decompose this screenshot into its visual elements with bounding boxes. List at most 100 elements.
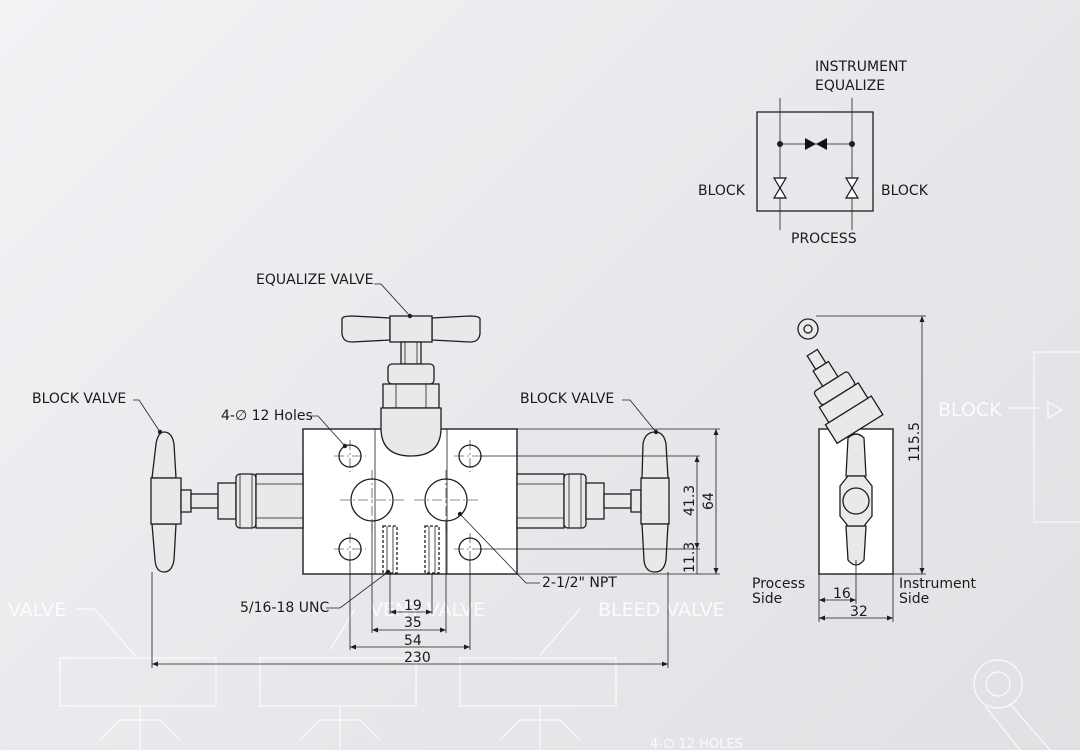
- process-side-line2: Side: [752, 591, 782, 607]
- side-dim-lines: [819, 316, 923, 619]
- schematic-process: PROCESS: [791, 231, 857, 247]
- block-valve-right: [516, 431, 670, 573]
- equalize-nut-1: [387, 363, 435, 385]
- ghost-circle-inner: [985, 671, 1011, 697]
- holes-label: 4-∅ 12 Holes: [221, 408, 313, 424]
- ghost-box-1: [59, 657, 217, 707]
- right-handle-hub: [640, 477, 670, 525]
- left-nut-1: [217, 482, 237, 520]
- right-nut-2: [585, 482, 605, 520]
- equalize-valve-symbol: [805, 138, 827, 150]
- unc-thread-lines: [386, 526, 436, 573]
- front-horizontal-dimensions: 19 35 54 230: [151, 521, 669, 668]
- ghost-diagonal: [984, 703, 1051, 750]
- equalize-leader-dot: [407, 313, 413, 319]
- left-stem-2: [190, 493, 219, 509]
- left-nut-2: [235, 473, 257, 529]
- block-valve-symbol-right: [844, 177, 860, 199]
- ghost-circle-outer: [973, 659, 1023, 709]
- left-handle-bottom: [151, 523, 177, 573]
- equalize-bonnet: [380, 407, 442, 457]
- vertical-extension-lines: [480, 428, 720, 575]
- process-side-line1: Process: [752, 576, 805, 592]
- holes-leader: [310, 415, 346, 447]
- equalize-detail-lines: [395, 342, 427, 408]
- right-stem-2: [630, 489, 642, 513]
- ghost-vent-valve-label: VENT VALVE: [370, 599, 485, 621]
- background-watermark: VALVE VENT VALVE BLEED VALVE BLOCK 4-∅ 1…: [8, 351, 1080, 750]
- ghost-block-label: BLOCK: [938, 399, 1002, 421]
- ghost-box-2: [259, 657, 417, 707]
- side-stem-2: [806, 348, 827, 371]
- instrument-side-line2: Side: [899, 591, 929, 607]
- right-nut-1: [563, 473, 587, 529]
- side-extension-lines: [816, 315, 926, 622]
- equalize-valve-label: EQUALIZE VALVE: [256, 272, 373, 288]
- ghost-box-3: [459, 657, 617, 707]
- equalize-handle-right: [431, 315, 481, 343]
- side-equalize-valve: [806, 348, 884, 445]
- block-left-leader-dot: [157, 429, 163, 435]
- block-right-leader: [622, 399, 657, 433]
- schematic-box: [756, 111, 874, 212]
- dim-230: 230: [404, 650, 431, 666]
- ghost-leaders: [75, 608, 581, 658]
- ghost-valve-label: VALVE: [8, 599, 66, 621]
- schematic-title-line1: INSTRUMENT: [815, 59, 907, 75]
- unc-hole-left: [382, 525, 398, 574]
- schematic-junction-right: [849, 141, 855, 147]
- holes-leader-dot: [342, 443, 348, 449]
- ghost-bleed-valve-label: BLEED VALVE: [598, 599, 725, 621]
- side-handle-end: [797, 318, 819, 340]
- left-handle-top: [151, 431, 177, 479]
- block-valve-left-label: BLOCK VALVE: [32, 391, 126, 407]
- left-handle-hub: [150, 477, 182, 525]
- right-bonnet: [516, 473, 565, 529]
- ghost-valves: [99, 706, 581, 750]
- side-hex-nut: [839, 475, 873, 527]
- dim-16: 16: [833, 586, 851, 602]
- equalize-handle-hub: [389, 315, 433, 343]
- front-view: EQUALIZE VALVE BLOCK VALVE BLOCK VALVE 4…: [32, 272, 720, 668]
- npt-leader-dot: [457, 511, 463, 517]
- equalize-nut-2: [382, 383, 440, 409]
- unc-label: 5/16-18 UNC: [240, 600, 329, 616]
- side-handle-top: [845, 433, 867, 477]
- dim-64: 64: [701, 492, 717, 510]
- dim-11-3: 11.3: [682, 542, 698, 573]
- right-valve-detail: [517, 474, 582, 528]
- side-nut-bore: [842, 487, 870, 515]
- instrument-side-line1: Instrument: [899, 576, 977, 592]
- unc-hole-right: [424, 525, 440, 574]
- schematic-block-left: BLOCK: [698, 183, 746, 199]
- dimension-extension-lines: [151, 521, 669, 668]
- equalize-handle-left: [341, 315, 391, 343]
- left-bonnet: [255, 473, 304, 529]
- left-stem-1: [180, 489, 192, 513]
- dim-19: 19: [404, 598, 422, 614]
- npt-label: 2-1/2" NPT: [542, 575, 617, 591]
- dim-35: 35: [404, 615, 422, 631]
- right-handle-top: [641, 431, 669, 479]
- side-handle-bottom: [845, 525, 867, 566]
- unc-tapped-holes: [382, 525, 440, 574]
- front-vertical-dimensions: 41.3 64 11.3: [480, 428, 720, 575]
- left-valve-detail: [239, 474, 303, 528]
- block-left-leader: [133, 399, 161, 433]
- equalize-stem: [400, 341, 422, 365]
- right-handle-bottom: [641, 523, 669, 573]
- unc-leader-dot: [385, 569, 391, 575]
- ghost-holes-label: 4-∅ 12 HOLES: [650, 737, 743, 750]
- ghost-block-arrow: [1008, 400, 1064, 420]
- block-right-leader-dot: [653, 429, 659, 435]
- right-stem-1: [603, 493, 632, 509]
- block-valve-right-label: BLOCK VALVE: [520, 391, 614, 407]
- equalize-valve: [341, 315, 481, 457]
- side-handle-hole: [803, 324, 813, 334]
- block-valve-left: [150, 431, 304, 573]
- ghost-side-box: [1033, 351, 1080, 523]
- schematic-title-line2: EQUALIZE: [815, 78, 885, 94]
- schematic-diagram: INSTRUMENT EQUALIZE BLOCK BLOCK PROCESS: [698, 59, 929, 247]
- npt-leader: [459, 513, 540, 584]
